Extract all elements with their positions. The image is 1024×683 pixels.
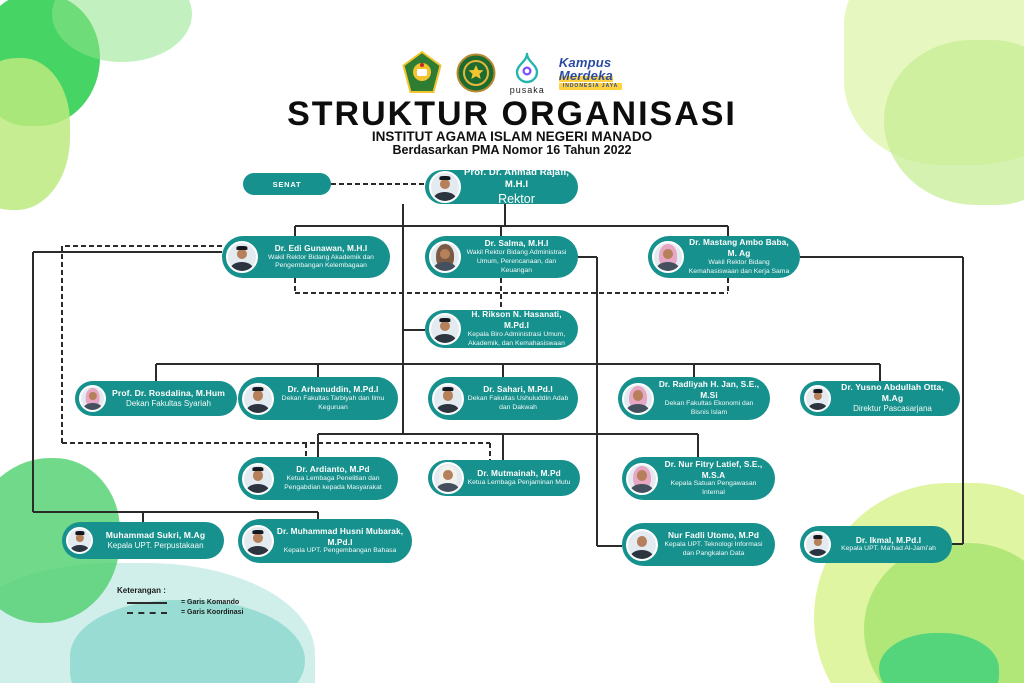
org-node-dekan-tarbiyah: Dr. Arhanuddin, M.Pd.I Dekan Fakultas Ta… — [238, 377, 398, 420]
solid-line-sample — [127, 601, 167, 604]
person-name: Dr. Mutmainah, M.Pd — [477, 468, 561, 479]
page-title: STRUKTUR ORGANISASI — [287, 95, 737, 133]
pusaka-logo-text: pusaka — [509, 84, 545, 95]
person-avatar — [626, 462, 658, 495]
person-name: Dr. Salma, M.H.I — [484, 238, 549, 249]
person-name: Dr. Mastang Ambo Baba, M. Ag — [689, 237, 789, 259]
person-avatar — [804, 385, 831, 412]
person-name: Dr. Edi Gunawan, M.H.I — [274, 242, 368, 253]
person-avatar — [79, 385, 106, 412]
person-name: Nur Fadli Utomo, M.Pd — [667, 530, 760, 541]
org-node-dekan-ushuluddin: Dr. Sahari, M.Pd.I Dekan Fakultas Ushulu… — [428, 377, 578, 420]
person-role: Kepala Satuan Pengawasan Internal — [670, 480, 757, 497]
org-node-warek-kemahasiswaan: Dr. Mastang Ambo Baba, M. Ag Wakil Rekto… — [648, 236, 800, 278]
org-node-rektor: Prof. Dr. Ahmad Rajafi, M.H.I Rektor — [425, 166, 578, 207]
org-node-upt-perpustakaan: Muhammad Sukri, M.Ag Kepala UPT. Perpust… — [62, 522, 224, 559]
person-avatar — [432, 462, 464, 494]
kemenag-logo-icon — [402, 51, 442, 95]
dashed-line-sample — [127, 611, 167, 614]
koordinasi-lines — [61, 183, 729, 460]
org-node-ketua-lp2m: Dr. Ardianto, M.Pd Ketua Lembaga Penelit… — [238, 457, 398, 500]
regulation-basis: Berdasarkan PMA Nomor 16 Tahun 2022 — [392, 143, 632, 157]
person-name: Dr. Radliyah H. Jan, S.E., M.Si — [658, 378, 760, 400]
person-avatar — [626, 528, 658, 561]
person-role: Ketua Lembaga Penelitian dan Pengabdian … — [284, 475, 382, 491]
person-role: Dekan Fakultas Ushuluddin Adab dan Dakwa… — [467, 395, 569, 411]
person-name: Dr. Sahari, M.Pd.I — [483, 384, 553, 395]
legend-komando-label: = Garis Komando — [181, 599, 240, 606]
person-avatar — [622, 382, 654, 415]
person-name: Prof. Dr. Rosdalina, M.Hum — [112, 387, 225, 398]
person-name: Dr. Ikmal, M.Pd.I — [855, 534, 922, 545]
person-name: Dr. Arhanuddin, M.Pd.I — [287, 384, 379, 395]
person-name: Dr. Yusno Abdullah Otta, M.Ag — [841, 382, 944, 404]
person-avatar — [429, 171, 461, 203]
org-node-upt-mahad: Dr. Ikmal, M.Pd.I Kepala UPT. Ma'had Al-… — [800, 526, 952, 563]
org-node-kepala-biro: H. Rikson N. Hasanati, M.Pd.I Kepala Bir… — [425, 309, 578, 348]
kampus-merdeka-text: Kampus — [558, 55, 612, 70]
org-node-direktur-pascasarjana: Dr. Yusno Abdullah Otta, M.Ag Direktur P… — [800, 381, 960, 416]
person-role: Wakil Rektor Bidang Kemahasiswaan dan Ke… — [688, 258, 790, 275]
person-role: Dekan Fakultas Syariah — [126, 398, 211, 408]
person-role: Dekan Fakultas Ekonomi dan Bisnis Islam — [664, 400, 754, 417]
kampus-merdeka-banner: INDONESIA JAYA — [558, 83, 623, 90]
pusaka-logo-icon: pusaka — [510, 52, 545, 95]
legend: Keterangan : = Garis Komando = Garis Koo… — [117, 586, 243, 616]
person-role: Dekan Fakultas Tarbiyah dan Ilmu Kegurua… — [281, 395, 385, 411]
org-node-upt-tipd: Nur Fadli Utomo, M.Pd Kepala UPT. Teknol… — [622, 523, 775, 566]
legend-title: Keterangan : — [117, 586, 166, 595]
person-avatar — [226, 241, 258, 273]
komando-lines — [32, 204, 964, 547]
person-avatar — [242, 382, 274, 415]
person-name: Muhammad Sukri, M.Ag — [105, 529, 206, 540]
person-name: H. Rikson N. Hasanati, M.Pd.I — [471, 309, 562, 331]
institution-name: INSTITUT AGAMA ISLAM NEGERI MANADO — [371, 129, 653, 144]
person-avatar — [804, 531, 831, 558]
person-role: Kepala Biro Administrasi Umum, Akademik,… — [467, 330, 566, 347]
person-name: Dr. Muhammad Husni Mubarak, M.Pd.I — [276, 525, 404, 547]
org-node-upt-bahasa: Dr. Muhammad Husni Mubarak, M.Pd.I Kepal… — [238, 519, 412, 563]
person-role: Ketua Lembaga Penjaminan Mutu — [467, 478, 571, 486]
person-role: Wakil Rektor Bidang Administrasi Umum, P… — [466, 249, 567, 274]
person-role: Kepala UPT. Perpustakaan — [107, 540, 204, 550]
person-avatar — [429, 241, 461, 273]
org-node-senat: SENAT — [243, 173, 331, 195]
org-node-dekan-syariah: Prof. Dr. Rosdalina, M.Hum Dekan Fakulta… — [75, 381, 237, 416]
person-role: Wakil Rektor Bidang Akademik dan Pengemb… — [268, 253, 374, 270]
person-role: Kepala UPT. Ma'had Al-Jami'ah — [841, 545, 936, 553]
person-avatar — [242, 525, 274, 557]
person-name: Prof. Dr. Ahmad Rajafi, M.H.I — [464, 166, 569, 190]
legend-koordinasi-label: = Garis Koordinasi — [181, 609, 244, 616]
person-avatar — [242, 462, 274, 495]
logo-row: pusaka Kampus Merdeka INDONESIA JAYA — [0, 50, 1024, 96]
person-avatar — [66, 527, 93, 554]
person-role: Direktur Pascasarjana — [853, 404, 932, 414]
person-avatar — [652, 241, 684, 273]
person-avatar — [432, 382, 464, 415]
senat-label: SENAT — [272, 179, 302, 189]
person-role: Kepala UPT. Teknologi Informasi dan Pang… — [664, 541, 763, 557]
org-node-dekan-ekonomi: Dr. Radliyah H. Jan, S.E., M.Si Dekan Fa… — [618, 377, 770, 420]
org-node-kepala-spi: Dr. Nur Fitry Latief, S.E., M.S.A Kepala… — [622, 457, 775, 500]
org-node-ketua-lpm: Dr. Mutmainah, M.Pd Ketua Lembaga Penjam… — [428, 460, 580, 496]
iain-manado-logo-icon — [456, 53, 496, 93]
legend-row-komando: = Garis Komando — [127, 599, 243, 606]
org-node-warek-akademik: Dr. Edi Gunawan, M.H.I Wakil Rektor Bida… — [222, 236, 390, 278]
person-role: Kepala UPT. Pengembangan Bahasa — [283, 547, 397, 555]
kampus-merdeka-logo: Kampus Merdeka INDONESIA JAYA — [558, 55, 623, 90]
org-node-warek-administrasi: Dr. Salma, M.H.I Wakil Rektor Bidang Adm… — [425, 236, 578, 278]
legend-row-koordinasi: = Garis Koordinasi — [127, 609, 243, 616]
kampus-merdeka-text: Merdeka — [558, 68, 613, 83]
person-avatar — [429, 313, 461, 345]
person-name: Dr. Nur Fitry Latief, S.E., M.S.A — [664, 458, 763, 480]
person-name: Dr. Ardianto, M.Pd — [296, 464, 370, 475]
person-role: Rektor — [498, 192, 535, 207]
